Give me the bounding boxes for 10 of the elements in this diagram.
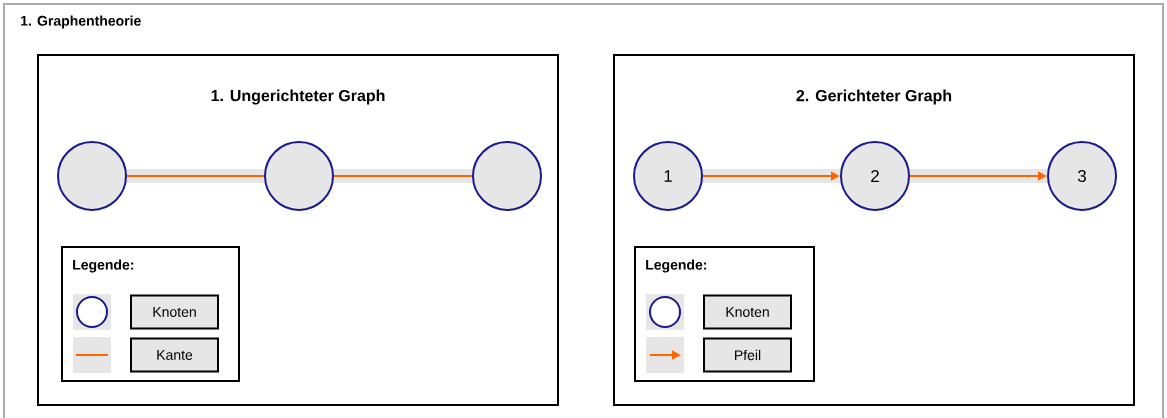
- title: 1. Graphentheorie: [21, 15, 141, 29]
- node-circle: [264, 141, 334, 211]
- line: [333, 175, 473, 177]
- legend-label: Knoten: [130, 294, 219, 330]
- node-circle: [57, 141, 127, 211]
- legend-label: Knoten: [703, 294, 792, 330]
- node-circle: [472, 141, 542, 211]
- legend-label: Kante: [130, 337, 219, 373]
- line: [126, 175, 265, 177]
- legend-label: Pfeil: [703, 337, 792, 373]
